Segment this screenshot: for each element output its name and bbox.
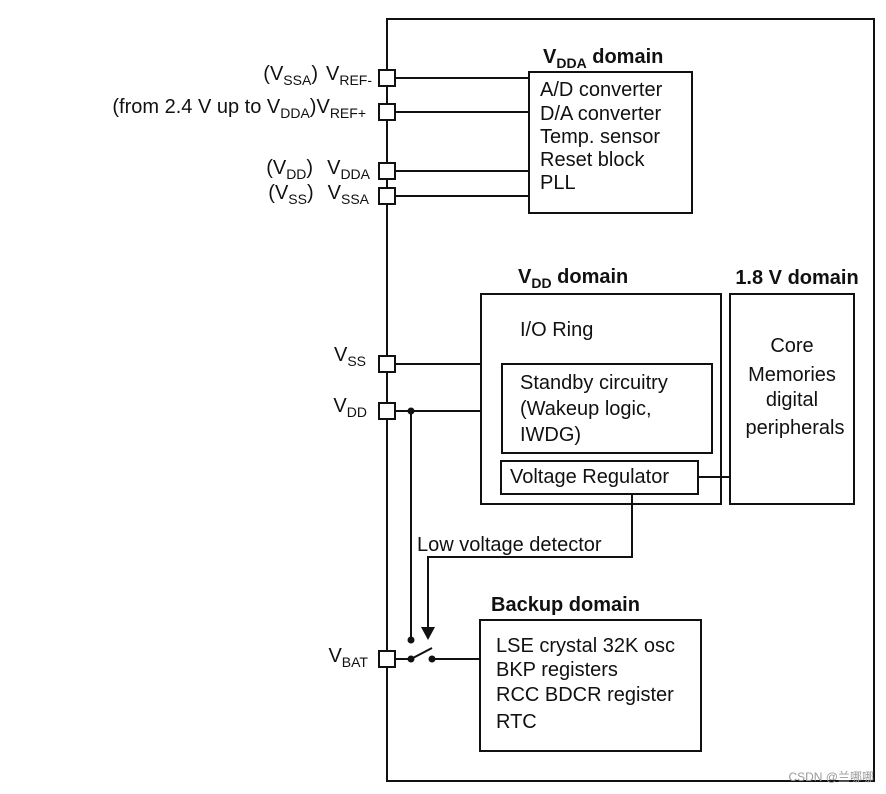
pin-vref-plus <box>378 103 396 121</box>
vdda-item-dac: D/A converter <box>540 103 662 125</box>
voltage-regulator-label: Voltage Regulator <box>510 466 669 488</box>
core-line-2: Memories <box>748 364 836 386</box>
core-line-3: digital <box>766 389 818 411</box>
detector-arrow-icon <box>421 627 435 640</box>
core-domain: 1.8 V domain Core Memories digital perip… <box>729 267 859 505</box>
core-domain-title: 1.8 V domain <box>735 267 858 289</box>
switch-blade <box>410 647 433 660</box>
pin-label-vref-minus: (VSSA)VREF- <box>263 63 372 88</box>
standby-line-1: Standby circuitry <box>520 372 668 394</box>
wire-low-voltage-detector <box>427 494 633 634</box>
backup-item-bkp: BKP registers <box>496 659 618 681</box>
core-line-1: Core <box>770 335 813 357</box>
vdda-domain: VDDA domain A/D converter D/A converter … <box>528 46 693 214</box>
pin-label-vssa: (VSS)VSSA <box>268 182 369 207</box>
pin-vdda <box>378 162 396 180</box>
watermark: CSDN @兰哪哪 <box>788 770 874 784</box>
pin-vdd <box>378 402 396 420</box>
pin-label-vdd: VDD <box>333 395 367 420</box>
backup-domain-box <box>479 619 702 752</box>
backup-domain: Backup domain LSE crystal 32K osc BKP re… <box>479 594 702 752</box>
pin-label-vdda: (VDD)VDDA <box>266 157 370 182</box>
vdda-item-reset-block: Reset block <box>540 149 645 171</box>
backup-domain-title: Backup domain <box>491 594 640 616</box>
vdda-item-adc: A/D converter <box>540 79 663 101</box>
core-domain-box <box>729 293 855 505</box>
vdda-item-temp-sensor: Temp. sensor <box>540 126 660 148</box>
pin-vref-minus <box>378 69 396 87</box>
chip-outline <box>386 18 875 782</box>
standby-circuitry-box <box>501 363 713 454</box>
backup-item-lse: LSE crystal 32K osc <box>496 635 675 657</box>
junction-dot <box>407 407 415 415</box>
core-line-4: peripherals <box>746 417 845 439</box>
pin-vbat <box>378 650 396 668</box>
pin-vss <box>378 355 396 373</box>
pin-vssa <box>378 187 396 205</box>
vdda-domain-box <box>528 71 693 214</box>
vdd-domain-title: VDD domain <box>518 266 628 291</box>
io-ring-label: I/O Ring <box>520 319 593 341</box>
vdda-domain-title: VDDA domain <box>543 46 663 71</box>
backup-item-rcc: RCC BDCR register <box>496 684 674 706</box>
standby-line-3: IWDG) <box>520 424 581 446</box>
pin-label-vref-plus: (from 2.4 V up to VDDA)VREF+ <box>112 96 366 121</box>
pin-label-vss: VSS <box>334 344 366 369</box>
standby-line-2: (Wakeup logic, <box>520 398 652 420</box>
vdd-domain-box <box>480 293 722 505</box>
low-voltage-detector-label: Low voltage detector <box>417 534 602 556</box>
vdd-domain: VDD domain I/O Ring Standby circuitry (W… <box>480 266 722 505</box>
pin-label-vbat: VBAT <box>328 645 368 670</box>
switch-contact-top <box>407 636 415 644</box>
vdda-item-pll: PLL <box>540 172 576 194</box>
backup-item-rtc: RTC <box>496 711 537 733</box>
